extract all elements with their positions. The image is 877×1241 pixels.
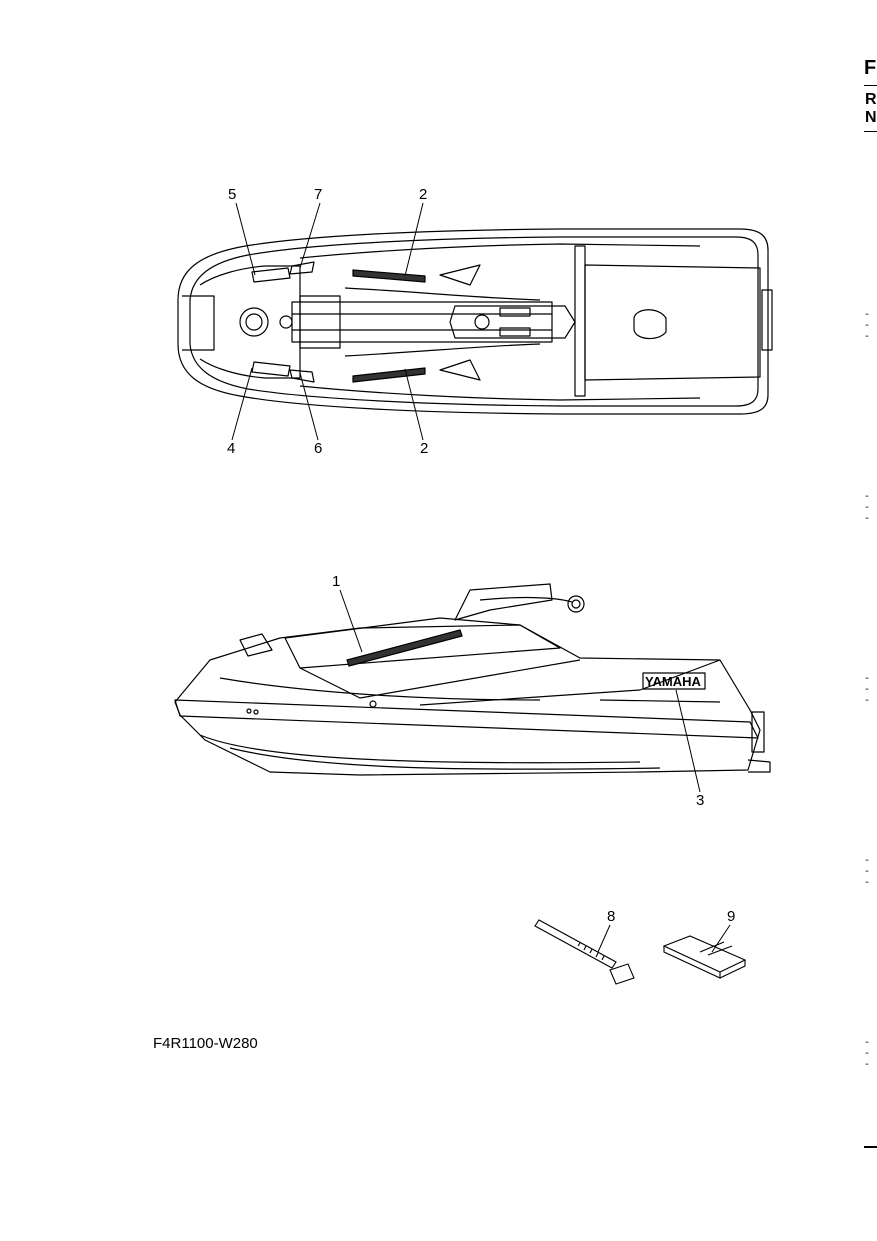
callout-6: 6: [314, 440, 323, 457]
callout-3: 3: [696, 792, 705, 809]
margin-mark-3: - - -: [864, 674, 870, 707]
side-view-leader-lines: [339, 589, 701, 793]
header-rule-1: [864, 85, 877, 86]
figure-code: F4R1100-W280: [153, 1035, 258, 1052]
section-letter-n: N: [865, 109, 877, 126]
margin-mark-bottom: [864, 1146, 877, 1148]
top-view-leader-lines: [231, 202, 424, 441]
margin-mark-4: - - -: [864, 856, 870, 889]
section-letter-r: R: [865, 91, 877, 108]
margin-mark-5: - - -: [864, 1038, 870, 1071]
callout-5: 5: [228, 186, 237, 203]
callout-8: 8: [607, 908, 616, 925]
callout-9: 9: [727, 908, 736, 925]
callout-2-bottom: 2: [420, 440, 429, 457]
sponge-pad-part: [662, 935, 747, 979]
header-rule-2: [864, 131, 877, 132]
top-view-watercraft: [177, 228, 773, 415]
callout-7: 7: [314, 186, 323, 203]
callout-1: 1: [332, 573, 341, 590]
side-view-watercraft: [174, 583, 771, 776]
margin-mark-2: - - -: [864, 492, 870, 525]
callout-2-top: 2: [419, 186, 428, 203]
margin-mark-1: - - -: [864, 310, 870, 343]
cable-tie-part: [534, 919, 635, 985]
yamaha-decal-text: YAMAHA: [645, 674, 701, 689]
accessory-leader-lines: [597, 924, 731, 953]
section-letter-f: F: [864, 57, 877, 79]
callout-4: 4: [227, 440, 236, 457]
